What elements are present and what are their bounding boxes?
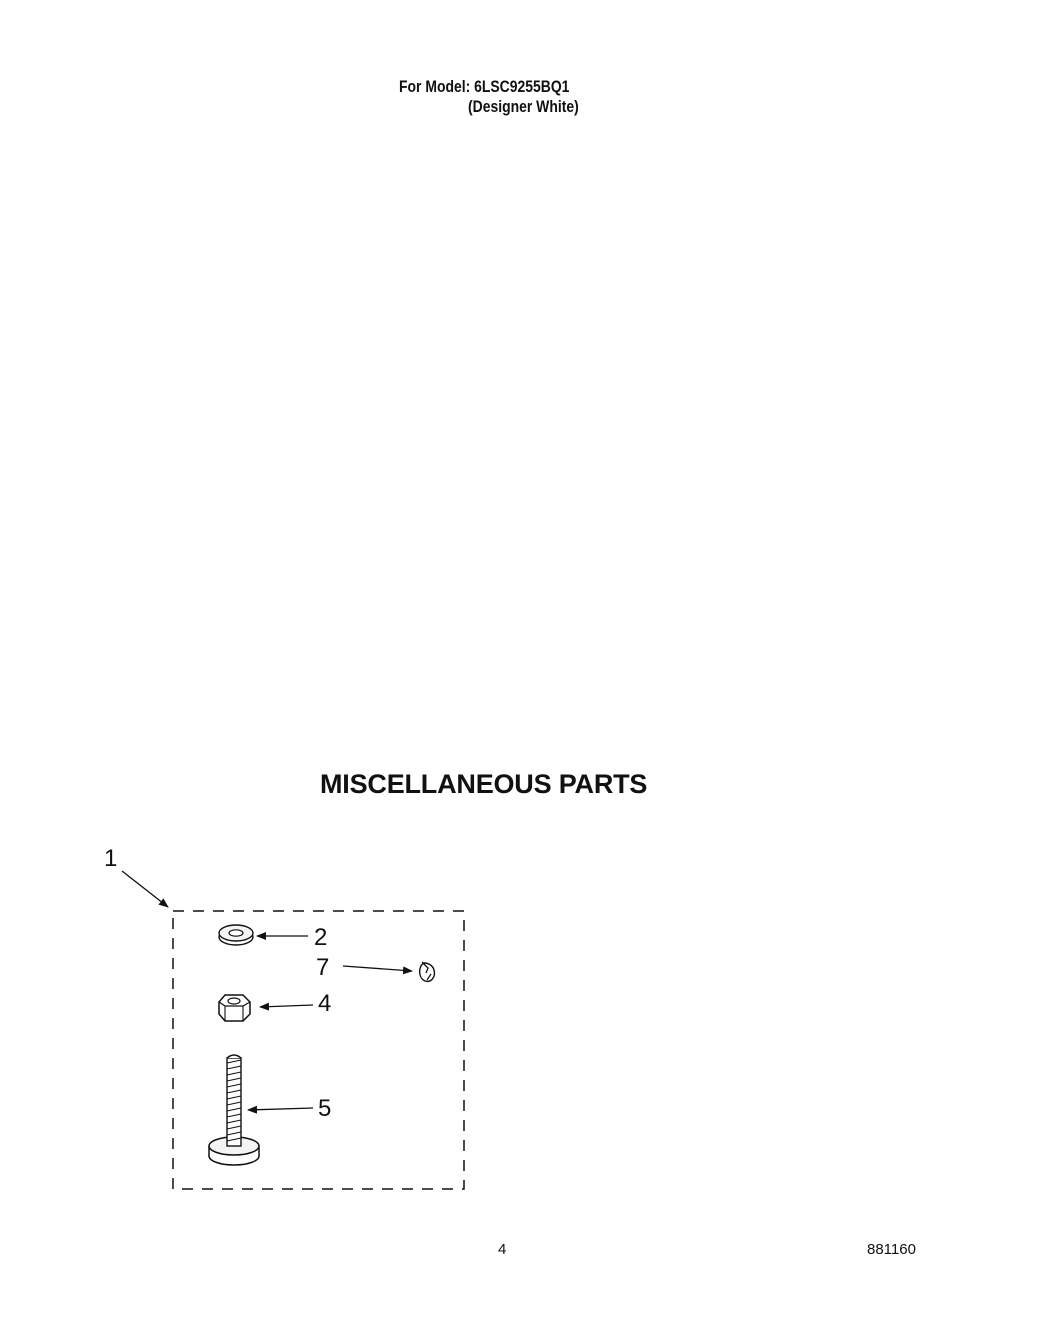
callout-4-leader (259, 1002, 314, 1011)
callout-5-leader (247, 1105, 314, 1114)
washer-icon (218, 924, 254, 946)
callout-7-label: 7 (316, 954, 329, 981)
callout-2-label: 2 (314, 924, 327, 951)
callout-7-leader (342, 965, 413, 975)
page-title: MISCELLANEOUS PARTS (320, 769, 648, 799)
parts-kit-boundary (172, 910, 465, 1190)
page-number: 4 (498, 1241, 507, 1258)
callout-4-label: 4 (318, 990, 331, 1017)
callout-1-label: 1 (104, 845, 117, 872)
document-number: 881160 (867, 1241, 916, 1258)
model-color-variant: (Designer White) (468, 97, 579, 116)
callout-5-label: 5 (318, 1095, 331, 1122)
clip-icon (418, 961, 436, 983)
callout-1-leader (121, 870, 169, 908)
leveling-bolt-icon (208, 1054, 260, 1166)
hex-nut-icon (218, 994, 251, 1022)
model-number-heading: For Model: 6LSC9255BQ1 (399, 77, 570, 96)
